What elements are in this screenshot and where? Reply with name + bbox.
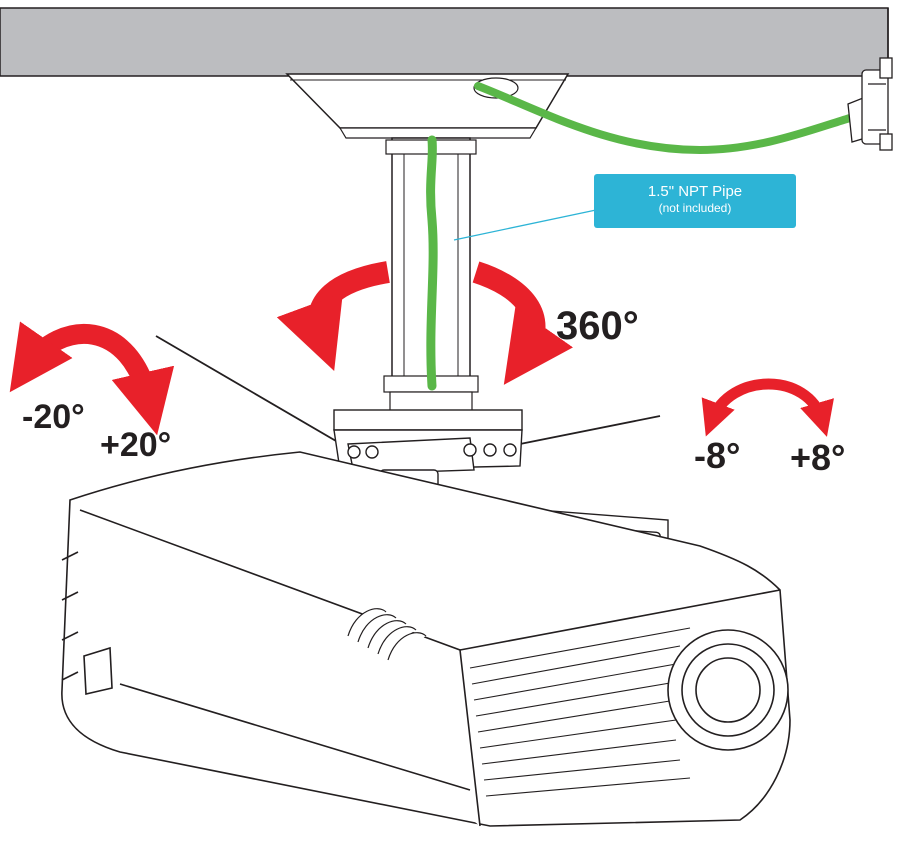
swivel-plus-label: +8° — [790, 437, 846, 478]
tilt-plus-label: +20° — [100, 426, 172, 464]
callout-subtitle: (not included) — [658, 201, 732, 215]
swivel-arrow — [701, 378, 834, 437]
swivel-pointer — [509, 415, 661, 447]
rotation-arrows — [276, 261, 574, 385]
cable — [426, 135, 438, 391]
callout-title: 1.5" NPT Pipe — [647, 183, 743, 200]
pipe-callout: 1.5" NPT Pipe (not included) — [594, 174, 796, 228]
tilt-minus-label: -20° — [22, 398, 85, 436]
vga-connector — [847, 57, 893, 151]
ceiling-plate — [285, 73, 570, 129]
callout-leader — [453, 209, 597, 241]
tilt-arrow — [9, 321, 175, 436]
swivel-minus-label: -8° — [694, 435, 741, 476]
rotation-label: 360° — [556, 304, 639, 348]
ceiling-slab — [0, 7, 889, 77]
projector — [61, 451, 791, 827]
